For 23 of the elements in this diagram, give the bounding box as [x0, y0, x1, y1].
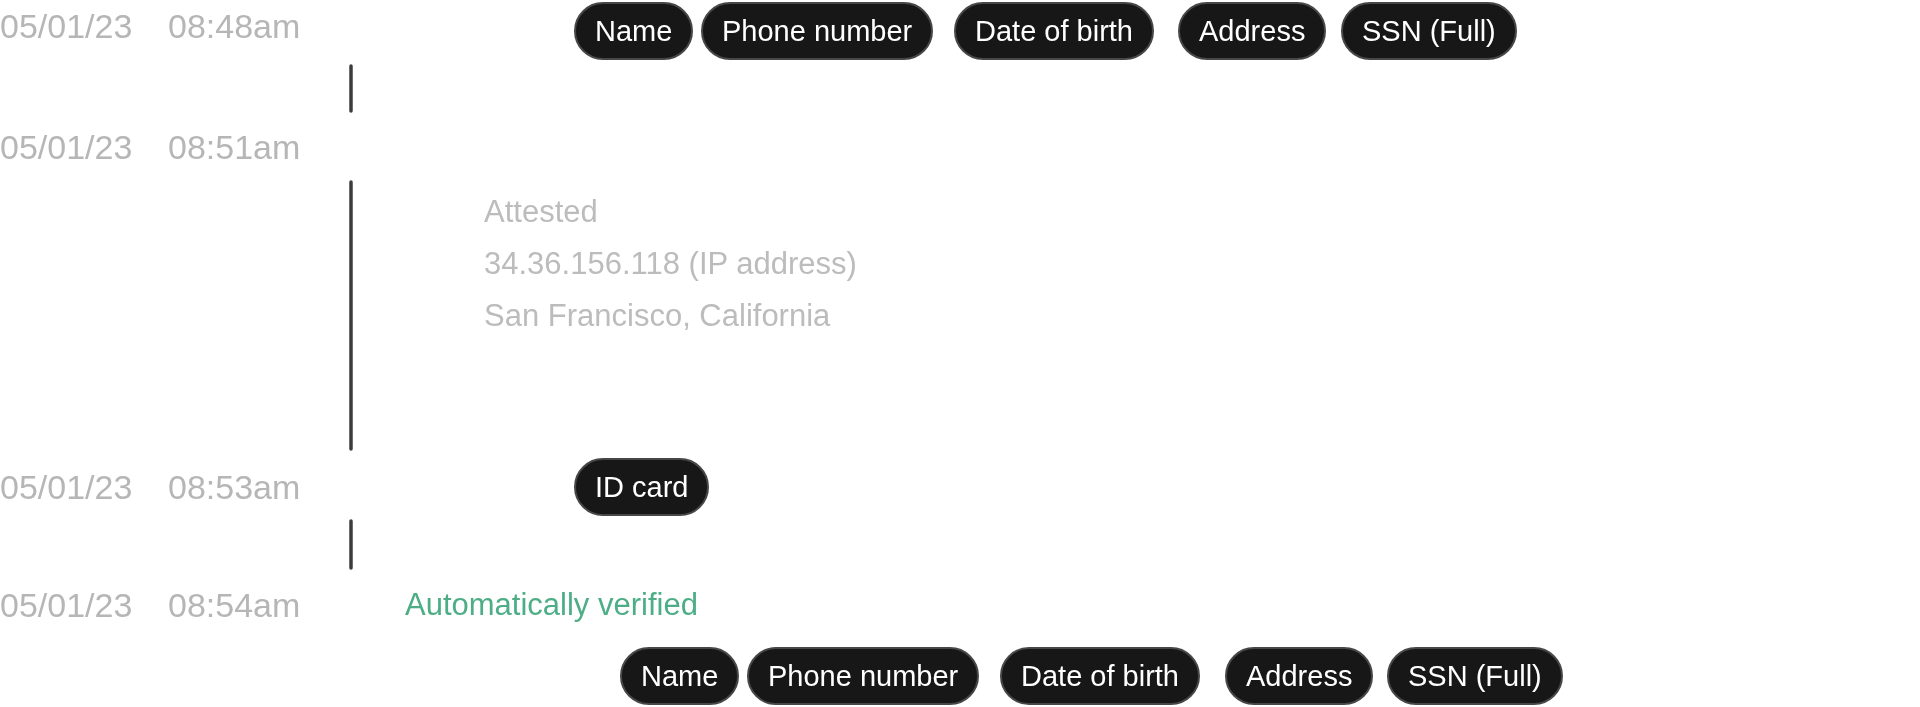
date-label: 05/01/23 [0, 585, 133, 625]
data-field-tag: Phone number [701, 2, 934, 60]
date-label: 05/01/23 [0, 467, 133, 507]
data-field-tag: Date of birth [1000, 647, 1200, 705]
status-text: Automatically verified [405, 586, 698, 624]
detail-text: Attested [484, 193, 598, 231]
detail-text: 34.36.156.118 (IP address) [484, 245, 857, 283]
data-field-tag: Name [574, 2, 694, 60]
date-label: 05/01/23 [0, 127, 133, 167]
data-field-tag: SSN (Full) [1387, 647, 1563, 705]
data-field-tag: Name [620, 647, 740, 705]
date-label: 05/01/23 [0, 6, 133, 46]
time-label: 08:51am [168, 127, 301, 167]
time-label: 08:48am [168, 6, 301, 46]
data-field-tag: SSN (Full) [1341, 2, 1517, 60]
data-field-tag: Date of birth [954, 2, 1154, 60]
time-label: 08:54am [168, 585, 301, 625]
data-field-tag: Address [1225, 647, 1374, 705]
data-field-tag: ID card [574, 458, 710, 516]
data-field-tag: Address [1178, 2, 1327, 60]
detail-text: San Francisco, California [484, 297, 831, 335]
time-label: 08:53am [168, 467, 301, 507]
data-field-tag: Phone number [747, 647, 980, 705]
